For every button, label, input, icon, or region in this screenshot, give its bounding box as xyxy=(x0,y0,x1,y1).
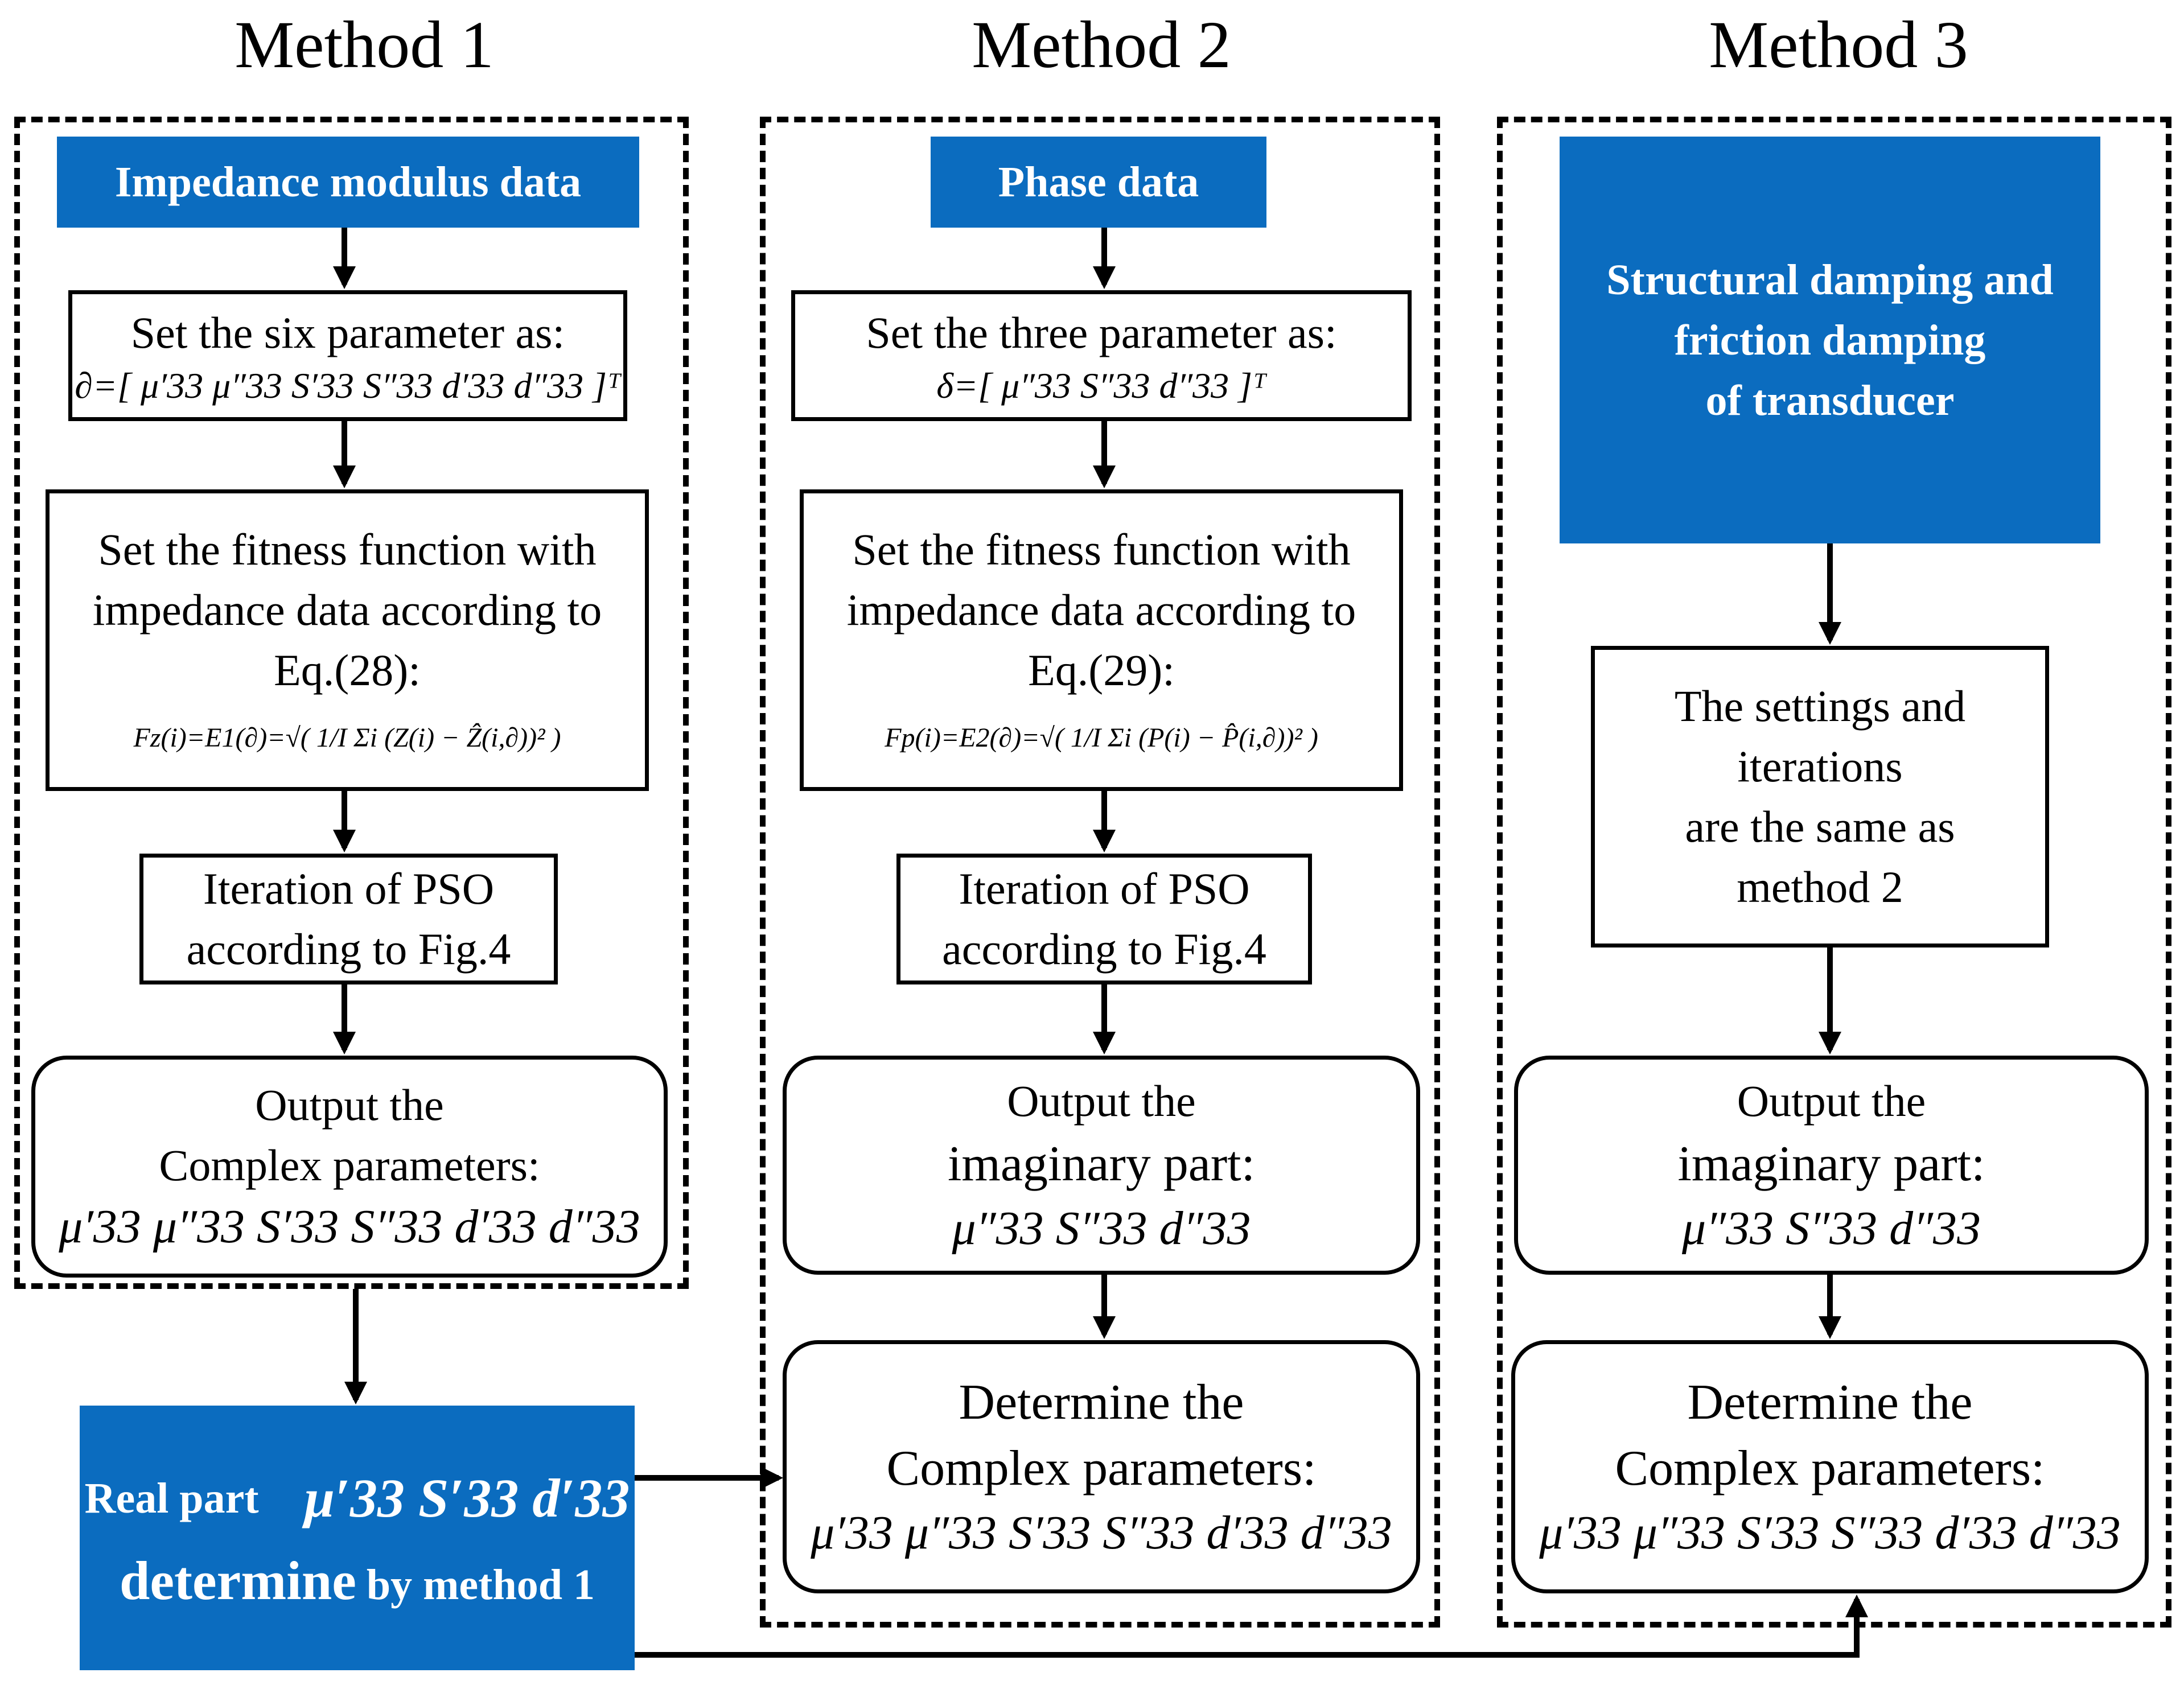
m3-determine-line1: Determine the xyxy=(1687,1374,1973,1430)
m1-set-parameters-box: Set the six parameter as: ∂=[ μ′33 μ″33 … xyxy=(68,290,627,421)
m1-iteration-box: Iteration of PSO according to Fig.4 xyxy=(139,854,558,984)
method-3-title: Method 3 xyxy=(1709,7,1968,82)
m1-input-label: Impedance modulus data xyxy=(114,158,582,206)
m1-iteration-text: Iteration of PSO according to Fig.4 xyxy=(186,864,511,974)
m2-output-line2: imaginary part: xyxy=(947,1136,1256,1192)
m2-input-label: Phase data xyxy=(998,158,1199,206)
m2-output-box: Output the imaginary part: μ″33 S″33 d″3… xyxy=(783,1056,1420,1275)
m1-param-vector-formula: ∂=[ μ′33 μ″33 S′33 S″33 d′33 d″33 ]ᵀ xyxy=(75,365,621,406)
m3-input-line2: friction damping xyxy=(1674,316,1986,364)
m2-output-vars: μ″33 S″33 d″33 xyxy=(952,1201,1251,1255)
m2-output-line1: Output the xyxy=(1007,1076,1196,1126)
m2-determine-line2: Complex parameters: xyxy=(886,1440,1317,1496)
real-part-vars: μ′33 S′33 d′33 xyxy=(304,1467,630,1529)
real-part-label: Real part xyxy=(84,1474,259,1522)
method-1-group xyxy=(14,117,689,1289)
m3-output-line1: Output the xyxy=(1737,1076,1926,1126)
m2-param-vector-formula: δ=[ μ″33 S″33 d″33 ]ᵀ xyxy=(936,365,1266,406)
m3-determine-box: Determine the Complex parameters: μ′33 μ… xyxy=(1511,1340,2149,1593)
m2-determine-box: Determine the Complex parameters: μ′33 μ… xyxy=(783,1340,1420,1593)
real-part-by-method: by method 1 xyxy=(366,1560,595,1609)
m3-damping-source: Structural damping and friction damping … xyxy=(1560,137,2100,543)
m3-input-line1: Structural damping and xyxy=(1606,256,2054,304)
m2-fitness-text: Set the fitness function with impedance … xyxy=(846,525,1356,695)
real-part-determine: determine xyxy=(120,1550,356,1611)
m3-determine-line2: Complex parameters: xyxy=(1615,1440,2045,1496)
m3-settings-line2: iterations xyxy=(1737,741,1903,791)
method-2-group xyxy=(760,117,1440,1628)
m1-output-line1: Output the xyxy=(255,1080,444,1130)
m1-fitness-formula: Fz(i)=E1(∂)=√( 1/I Σi (Z(i) − Ẑ(i,∂))² ) xyxy=(133,723,561,753)
m2-set-parameters-box: Set the three parameter as: δ=[ μ″33 S″3… xyxy=(791,290,1412,421)
m2-fitness-function-box: Set the fitness function with impedance … xyxy=(800,489,1403,791)
m1-fitness-text: Set the fitness function with impedance … xyxy=(92,525,602,695)
m2-determine-line1: Determine the xyxy=(959,1374,1244,1430)
real-part-row2: determine by method 1 xyxy=(80,1547,635,1615)
real-part-row1: Real part μ′33 S′33 d′33 xyxy=(80,1461,635,1535)
m3-output-box: Output the imaginary part: μ″33 S″33 d″3… xyxy=(1514,1056,2149,1275)
m3-settings-line3: are the same as xyxy=(1685,802,1955,851)
m2-phase-data: Phase data xyxy=(931,137,1266,228)
method-3-group xyxy=(1497,117,2171,1628)
m1-output-box: Output the Complex parameters: μ′33 μ″33… xyxy=(31,1056,668,1278)
m2-set-params-text: Set the three parameter as: xyxy=(866,308,1337,357)
m2-determine-vars: μ′33 μ″33 S′33 S″33 d′33 d″33 xyxy=(811,1506,1392,1559)
m3-output-line2: imaginary part: xyxy=(1677,1136,1985,1192)
real-part-box: Real part μ′33 S′33 d′33 determine by me… xyxy=(80,1406,635,1670)
m3-settings-line4: method 2 xyxy=(1737,862,1903,912)
m3-determine-vars: μ′33 μ″33 S′33 S″33 d′33 d″33 xyxy=(1539,1506,2121,1559)
m2-iteration-box: Iteration of PSO according to Fig.4 xyxy=(896,854,1312,984)
m1-impedance-modulus-data: Impedance modulus data xyxy=(57,137,639,228)
m1-output-vars: μ′33 μ″33 S′33 S″33 d′33 d″33 xyxy=(59,1200,640,1253)
m2-fitness-formula: Fp(i)=E2(∂)=√( 1/I Σi (P(i) − P̂(i,∂))² … xyxy=(885,723,1318,753)
m3-output-vars: μ″33 S″33 d″33 xyxy=(1681,1201,1981,1255)
m3-input-line3: of transducer xyxy=(1705,376,1955,425)
m1-set-params-text: Set the six parameter as: xyxy=(130,308,565,357)
m3-settings-line1: The settings and xyxy=(1674,681,1966,731)
arrow-real-part-to-m3-determine xyxy=(635,1595,1868,1658)
method-2-title: Method 2 xyxy=(972,7,1231,82)
method-1-title: Method 1 xyxy=(235,7,494,82)
m2-iteration-text: Iteration of PSO according to Fig.4 xyxy=(942,864,1266,974)
m3-settings-box: The settings and iterations are the same… xyxy=(1591,646,2049,947)
m1-output-line2: Complex parameters: xyxy=(159,1140,540,1190)
m1-fitness-function-box: Set the fitness function with impedance … xyxy=(46,489,649,791)
